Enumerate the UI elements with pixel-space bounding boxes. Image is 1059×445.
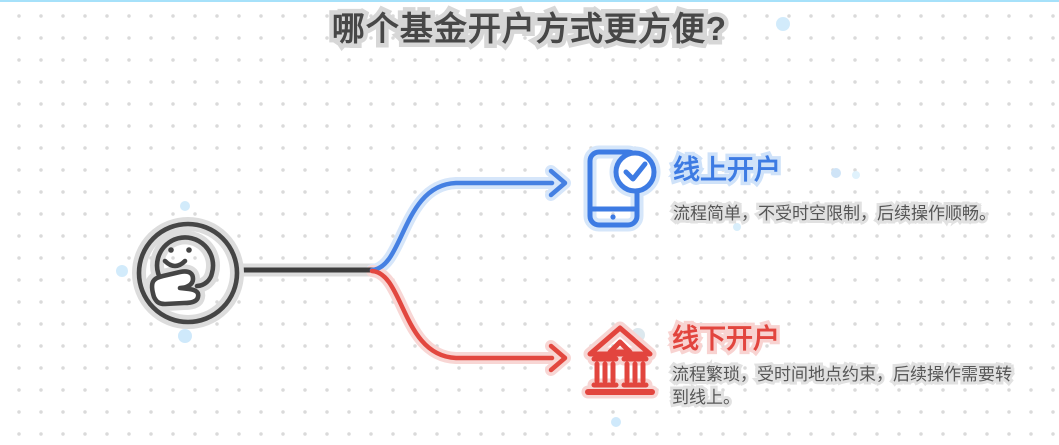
decorative-dot [852, 171, 860, 179]
online-arrowhead-icon [548, 168, 568, 198]
online-connector-line [369, 180, 555, 273]
decorative-dot [611, 417, 621, 427]
phone-check-icon [583, 145, 661, 232]
bank-icon [581, 321, 659, 399]
offline-branch-label: 线下开户 [672, 323, 780, 355]
decorative-dot [831, 168, 841, 178]
decorative-dot [178, 329, 192, 343]
page-title: 哪个基金开户方式更方便? [0, 2, 1059, 50]
offline-arrowhead-icon [548, 343, 568, 373]
offline-connector-line [369, 268, 555, 361]
decorative-dot [180, 201, 190, 211]
thinking-face-icon [132, 217, 244, 329]
decorative-dot [116, 265, 128, 277]
decorative-dot [733, 223, 741, 231]
offline-branch-description: 流程繁琐，受时间地点约束，后续操作需要转到线上。 [672, 363, 1020, 409]
online-branch-description: 流程简单，不受时空限制，后续操作顺畅。 [673, 202, 1013, 225]
online-branch-label: 线上开户 [673, 154, 781, 186]
